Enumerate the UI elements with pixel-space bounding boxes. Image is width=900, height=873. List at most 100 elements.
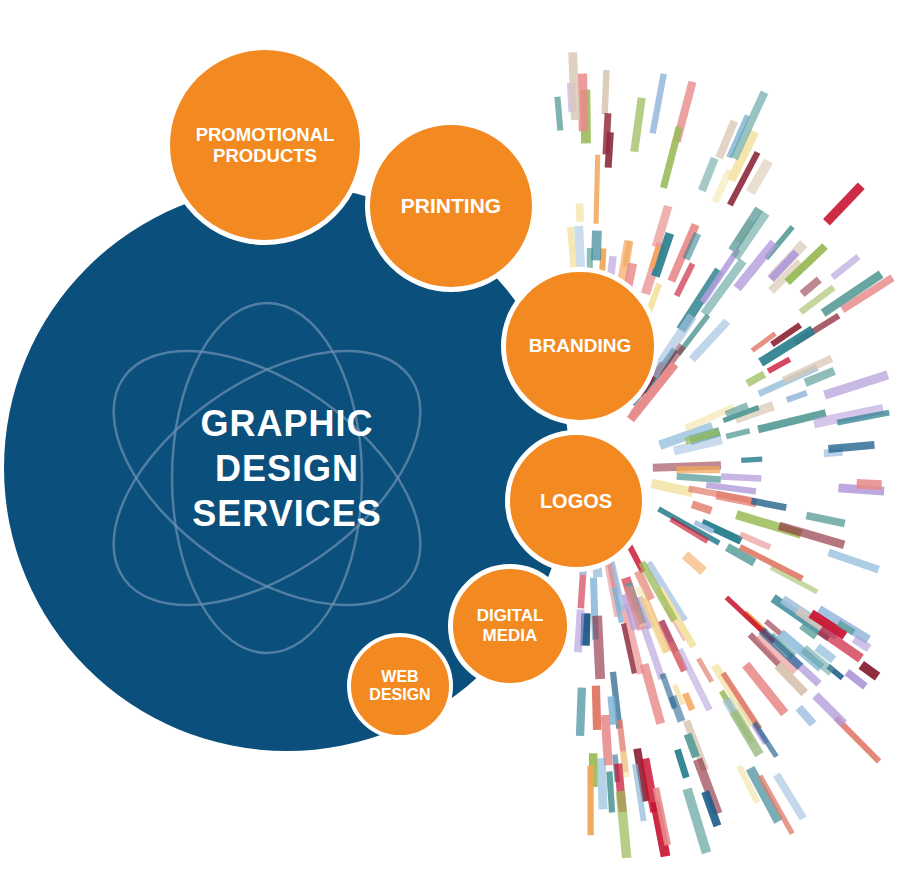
colour-bar: [778, 665, 805, 693]
colour-bar: [605, 715, 608, 765]
colour-bar: [671, 642, 681, 664]
colour-bar: [652, 483, 693, 492]
service-circle: BRANDING: [501, 267, 659, 425]
colour-bar: [802, 280, 819, 294]
colour-bar: [823, 274, 881, 313]
colour-bar: [715, 170, 730, 202]
service-label: WEB DESIGN: [363, 668, 437, 705]
colour-bar: [752, 334, 775, 351]
colour-bar: [601, 758, 603, 809]
colour-bar: [634, 98, 642, 152]
colour-bar: [579, 226, 581, 267]
colour-bar: [663, 127, 679, 188]
colour-bar: [787, 246, 825, 282]
circle-fill: [451, 567, 570, 686]
service-label: BRANDING: [525, 335, 636, 357]
colour-bar: [741, 459, 762, 460]
colour-bar: [674, 440, 722, 451]
service-circle: PRINTING: [365, 120, 537, 292]
colour-bar: [815, 695, 843, 723]
colour-bar: [578, 610, 581, 653]
colour-bar: [652, 246, 658, 267]
colour-bar: [837, 413, 889, 423]
colour-bar: [723, 407, 758, 420]
colour-bar: [750, 161, 768, 193]
colour-bar: [740, 547, 802, 579]
service-circle: DIGITAL MEDIA: [448, 564, 572, 688]
colour-bar: [698, 658, 711, 681]
colour-bar: [754, 723, 776, 757]
colour-bar: [799, 708, 813, 724]
colour-bar: [653, 74, 664, 134]
colour-bar: [768, 359, 790, 371]
main-title-text: GRAPHIC DESIGN SERVICES: [146, 401, 429, 536]
colour-bar: [580, 688, 582, 736]
colour-bar: [714, 665, 753, 726]
colour-bar: [557, 97, 560, 131]
colour-bar: [644, 664, 661, 723]
colour-bar: [656, 788, 668, 845]
colour-bar: [686, 234, 698, 260]
colour-bar: [606, 113, 608, 154]
colour-bar: [628, 587, 642, 630]
colour-bar: [576, 203, 584, 221]
colour-bar: [705, 792, 717, 826]
colour-bar: [620, 791, 626, 858]
service-circle: WEB DESIGN: [347, 633, 453, 739]
colour-bar: [596, 155, 598, 224]
colour-bar: [675, 685, 683, 705]
colour-bar: [582, 74, 583, 132]
ribbon-motif: [69, 300, 465, 656]
ribbon-loop: [69, 300, 465, 656]
colour-bar: [677, 750, 686, 778]
colour-bar: [587, 766, 593, 836]
colour-bar: [847, 672, 865, 686]
colour-bar: [692, 321, 727, 359]
colour-bar: [677, 476, 721, 479]
colour-bar: [659, 509, 720, 543]
circle-fill: [349, 635, 451, 737]
colour-bar: [688, 734, 697, 757]
colour-bar: [760, 776, 792, 834]
colour-bar: [645, 759, 655, 812]
colour-bar: [611, 696, 614, 724]
service-label: LOGOS: [526, 490, 625, 513]
colour-bar: [614, 588, 621, 623]
service-label: PRINTING: [391, 194, 511, 218]
circle-fill: [504, 270, 657, 423]
colour-bar: [703, 249, 739, 302]
colour-bar: [689, 489, 752, 501]
service-label: PROMOTIONAL PRODUCTS: [195, 124, 335, 167]
colour-bar: [723, 673, 760, 729]
circle-fill: [368, 123, 535, 290]
colour-bar: [609, 771, 612, 812]
colour-bar: [771, 567, 817, 592]
colour-bar: [854, 639, 869, 649]
colour-bar: [747, 374, 764, 383]
colour-bar: [857, 484, 882, 485]
colour-bar: [832, 257, 858, 278]
colour-bar: [861, 665, 877, 677]
colour-bar: [817, 647, 833, 660]
colour-bar: [685, 693, 692, 710]
colour-bar: [828, 552, 878, 569]
colour-bar: [806, 515, 844, 523]
colour-bar: [719, 121, 734, 158]
colour-bar: [784, 358, 832, 380]
colour-bar: [605, 70, 607, 114]
colour-bar: [623, 751, 626, 777]
colour-bar: [721, 476, 761, 478]
colour-bar: [739, 766, 757, 803]
colour-bar: [826, 186, 861, 222]
colour-bar: [685, 555, 704, 572]
service-circle: LOGOS: [505, 430, 647, 572]
colour-bar: [734, 92, 765, 158]
circle-fill: [508, 433, 645, 570]
colour-bar: [596, 686, 597, 730]
colour-bar: [762, 630, 801, 666]
colour-bar: [570, 227, 573, 268]
colour-bar: [676, 466, 720, 473]
ribbon-loop: [69, 300, 465, 656]
colour-bar: [573, 52, 576, 120]
